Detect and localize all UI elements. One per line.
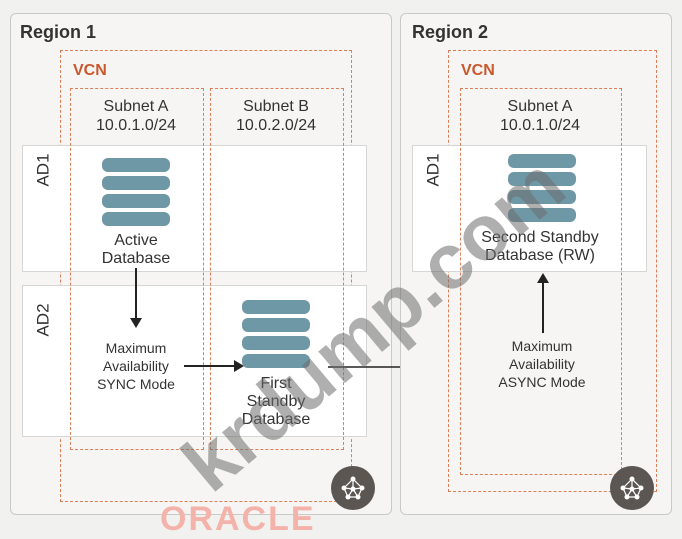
subnet-b-name: Subnet B (243, 98, 309, 115)
region-1-ad1-band (22, 145, 367, 272)
second-standby-line1: Second Standby (481, 229, 599, 246)
arrow-right-icon (184, 360, 244, 372)
region-1-vcn (60, 50, 352, 502)
network-hub-icon (610, 466, 654, 510)
region-2-title: Region 2 (412, 22, 489, 42)
subnet-a-cidr: 10.0.1.0/24 (95, 117, 177, 134)
first-standby-line1: First (260, 375, 292, 392)
sync-mode-line1: Maximum (105, 340, 167, 356)
sync-mode-line2: Availability (103, 358, 169, 374)
arrow-down-icon (130, 268, 142, 328)
first-standby-line3: Database (241, 411, 311, 428)
active-db-line2: Database (101, 250, 171, 267)
first-standby-line2: Standby (246, 393, 306, 410)
region-2-vcn-label: VCN (461, 62, 495, 79)
database-icon (508, 154, 576, 222)
region-2-subnet-a-name: Subnet A (507, 98, 573, 115)
region-1-ad2-label: AD2 (33, 303, 53, 337)
region-1-vcn-label: VCN (73, 62, 107, 79)
region-2-subnet-a (460, 88, 622, 475)
subnet-a-name: Subnet A (103, 98, 169, 115)
region-2-ad1-label: AD1 (423, 153, 443, 187)
async-mode-line1: Maximum (511, 338, 573, 354)
arrow-up-icon (537, 273, 549, 333)
subnet-b-cidr: 10.0.2.0/24 (235, 117, 317, 134)
active-db-line1: Active (114, 232, 158, 249)
region-1-subnet-b (210, 88, 344, 450)
database-icon (102, 158, 170, 226)
region-2-subnet-a-cidr: 10.0.1.0/24 (499, 117, 581, 134)
async-mode-line2: Availability (509, 356, 575, 372)
sync-mode-line3: SYNC Mode (97, 376, 175, 392)
region-1-subnet-a (70, 88, 204, 450)
region-1-title: Region 1 (20, 22, 97, 42)
oracle-logo: ORACLE (160, 500, 316, 538)
network-hub-icon (331, 466, 375, 510)
database-icon (242, 300, 310, 368)
region-1-ad1-label: AD1 (33, 153, 53, 187)
async-mode-line3: ASYNC Mode (498, 374, 586, 390)
second-standby-line2: Database (RW) (485, 247, 595, 264)
